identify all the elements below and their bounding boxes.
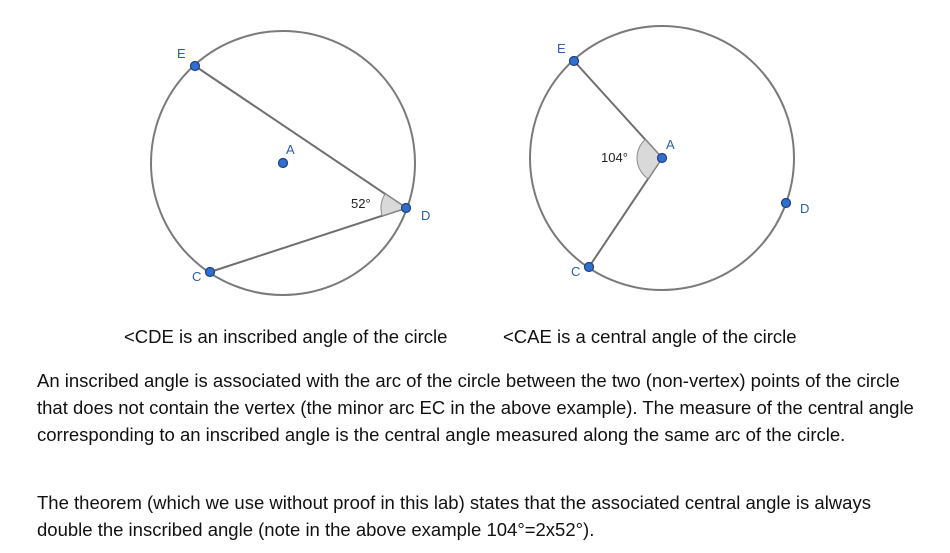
point-d: [400, 202, 412, 214]
circle-2: [529, 25, 795, 291]
point-c: [204, 266, 216, 278]
label-e: E: [177, 46, 186, 61]
label-d: D: [800, 201, 809, 216]
circle-1: [150, 30, 416, 296]
angle-label-52: 52°: [351, 196, 371, 211]
label-a: A: [666, 137, 675, 152]
inscribed-angle-arc: [380, 193, 408, 217]
paragraph-definition: An inscribed angle is associated with th…: [37, 370, 914, 445]
point-d: [780, 197, 792, 209]
angle-label-104: 104°: [601, 150, 628, 165]
central-angle-arc: [636, 138, 663, 180]
point-a: [277, 157, 289, 169]
geometry-figure: E A C D 52° E A C D 104°: [150, 25, 809, 296]
label-c: C: [192, 269, 201, 284]
point-e: [189, 60, 201, 72]
inscribed-angle-diagram: E A C D 52°: [150, 30, 430, 296]
central-angle-diagram: E A C D 104°: [529, 25, 809, 291]
label-a: A: [286, 142, 295, 157]
point-e: [568, 55, 580, 67]
label-d: D: [421, 208, 430, 223]
label-c: C: [571, 264, 580, 279]
paragraph-theorem: The theorem (which we use without proof …: [37, 492, 871, 540]
label-e: E: [557, 41, 566, 56]
caption-central-angle: <CAE is a central angle of the circle: [503, 326, 797, 347]
caption-inscribed-angle: <CDE is an inscribed angle of the circle: [124, 326, 448, 347]
point-a: [656, 152, 668, 164]
point-c: [583, 261, 595, 273]
segment-cd: [209, 207, 407, 273]
segment-ed: [194, 65, 407, 209]
